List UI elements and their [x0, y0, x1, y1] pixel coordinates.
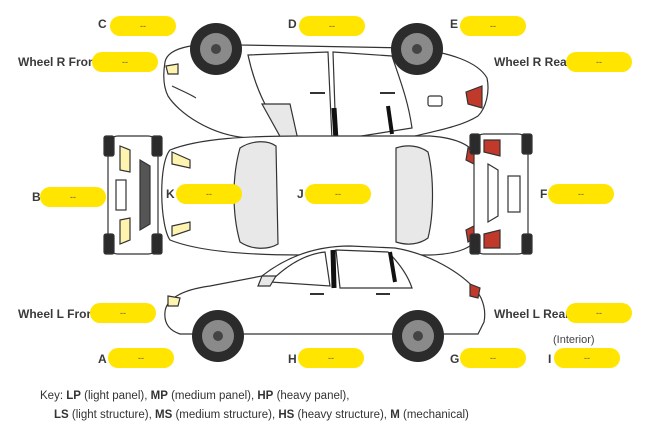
zone-a-value-pill[interactable]: --: [108, 348, 174, 368]
key-ms-text: (medium structure),: [175, 409, 276, 421]
zone-g-letter: G: [450, 352, 460, 366]
zone-d-value-pill[interactable]: --: [299, 16, 365, 36]
key-ms-code: MS: [155, 409, 173, 421]
key-lp-text: (light panel),: [84, 390, 148, 402]
zone-e-letter: E: [450, 17, 459, 31]
key-mp-code: MP: [150, 390, 168, 402]
zone-h-value-pill[interactable]: --: [298, 348, 364, 368]
key-ls-text: (light structure),: [71, 409, 152, 421]
zone-b-value-pill[interactable]: --: [40, 187, 106, 207]
key-prefix: Key:: [40, 390, 64, 402]
wheel-right-front-label: Wheel R Front: [18, 55, 100, 69]
key-line-2: LS (light structure), MS (medium structu…: [40, 406, 469, 425]
wheel-right-rear-value-pill[interactable]: --: [566, 52, 632, 72]
wheel-left-rear-icon: [392, 310, 444, 362]
zone-g-value-pill[interactable]: --: [460, 348, 526, 368]
key-lp-code: LP: [66, 390, 81, 402]
zone-c-value-pill[interactable]: --: [110, 16, 176, 36]
wheel-left-front-value-pill[interactable]: --: [90, 303, 156, 323]
interior-note: (Interior): [553, 334, 595, 346]
key-ls-code: LS: [54, 409, 69, 421]
wheel-right-front-value-pill[interactable]: --: [92, 52, 158, 72]
damage-code-key: Key: LP (light panel), MP (medium panel)…: [40, 387, 469, 425]
zone-c-letter: C: [98, 17, 107, 31]
key-hs-text: (heavy structure),: [297, 409, 388, 421]
zone-j-value-pill[interactable]: --: [305, 184, 371, 204]
zone-e-value-pill[interactable]: --: [460, 16, 526, 36]
key-mp-text: (medium panel),: [171, 390, 255, 402]
zone-h-letter: H: [288, 352, 297, 366]
zone-d-letter: D: [288, 17, 297, 31]
zone-k-value-pill[interactable]: --: [176, 184, 242, 204]
zone-i-letter: I: [548, 352, 552, 366]
wheel-right-rear-icon: [391, 23, 443, 75]
zone-a-letter: A: [98, 352, 107, 366]
car-left-side-view: [164, 245, 486, 335]
wheel-left-front-label: Wheel L Front: [18, 307, 98, 321]
zone-b-letter: B: [32, 190, 41, 204]
wheel-right-front-icon: [190, 23, 242, 75]
wheel-left-rear-label: Wheel L Rear: [494, 307, 570, 321]
zone-i-value-pill[interactable]: --: [554, 348, 620, 368]
key-hp-text: (heavy panel),: [276, 390, 350, 402]
wheel-left-front-icon: [192, 310, 244, 362]
zone-f-value-pill[interactable]: --: [548, 184, 614, 204]
wheel-right-rear-label: Wheel R Rear: [494, 55, 572, 69]
car-front-view: [103, 135, 163, 255]
key-m-text: (mechanical): [403, 409, 469, 421]
zone-k-letter: K: [166, 187, 175, 201]
car-rear-view: [469, 133, 533, 255]
zone-j-letter: J: [297, 187, 304, 201]
key-m-code: M: [390, 409, 400, 421]
zone-f-letter: F: [540, 187, 548, 201]
key-hs-code: HS: [278, 409, 295, 421]
wheel-left-rear-value-pill[interactable]: --: [566, 303, 632, 323]
key-hp-code: HP: [257, 390, 274, 402]
key-line-1: Key: LP (light panel), MP (medium panel)…: [40, 387, 469, 406]
